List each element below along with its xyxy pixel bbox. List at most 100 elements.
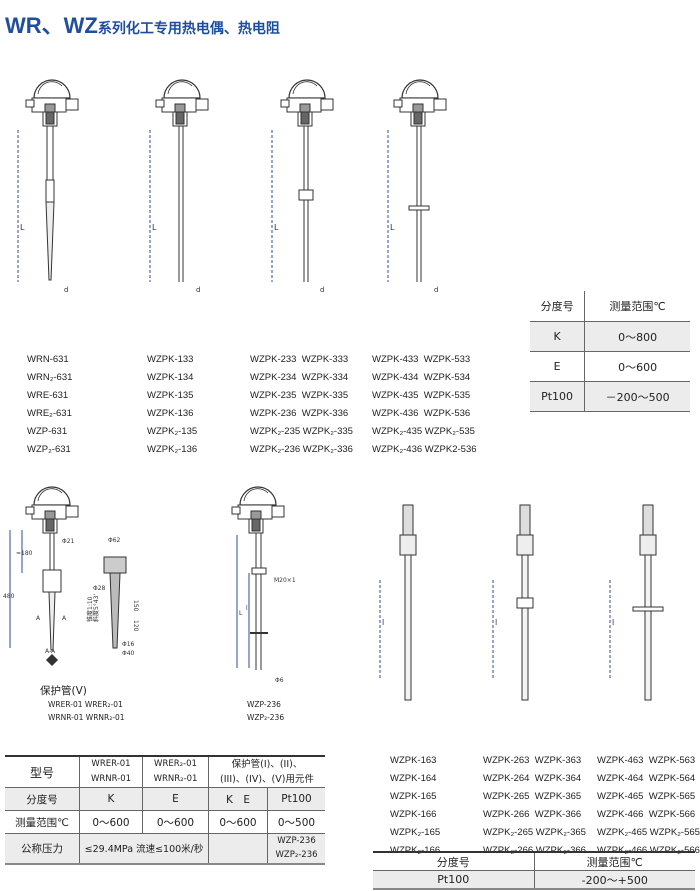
model-item: WZPK-233 WZPK-333	[250, 354, 349, 365]
model-item: WZPK-265 WZPK-365	[483, 791, 582, 802]
label-range: 测量范围℃	[5, 810, 80, 834]
caption-wzp: WZP₂-236	[247, 713, 285, 722]
label-480: 480	[3, 593, 15, 600]
label-model: 型号	[5, 755, 80, 788]
model-item: WZPK-136	[147, 408, 194, 419]
label-120: 120	[132, 620, 139, 632]
cell: E	[530, 351, 586, 382]
cell: 0～600	[208, 810, 268, 834]
bottom-range-table: 分度号测量范围℃ Pt100-200～+500	[373, 851, 695, 890]
header-graduation: 分度号	[530, 291, 586, 322]
drawing-protection-tube-v: 480 ≈180 Φ21 A A A-A Φ62 Φ28 锥度1:10 斜度5°…	[3, 486, 139, 666]
cell: -200～+500	[533, 870, 695, 890]
label-a-left: A	[36, 615, 41, 622]
label-phi40: Φ40	[122, 650, 135, 657]
model-item: WZPK-436 WZPK-536	[372, 408, 471, 419]
label-taper: 锥度1:10	[86, 596, 94, 622]
page-title: WR、WZ系列化工专用热电偶、热电阻	[5, 8, 280, 40]
drawing-wzpk-163: l	[379, 504, 417, 701]
diameter-label: d	[64, 286, 68, 294]
model-item: WZPK-433 WZPK-533	[372, 354, 471, 365]
model-item: WZPK₂-235 WZPK₂-335	[250, 426, 353, 437]
model-item: WZPK-466 WZPK-566	[597, 809, 696, 820]
header-range: 测量范围℃	[584, 291, 690, 322]
model-item: WZPK-134	[147, 372, 194, 383]
caption-tube-v: 保护管(V)	[40, 685, 87, 697]
model-item: WZP-631	[27, 426, 68, 437]
label-l: l	[612, 618, 614, 627]
model-item: WZPK-464 WZPK-564	[597, 773, 696, 784]
model-item: WZPK₂-266 WZPK₂-366	[483, 845, 586, 856]
model-item: WZPK-264 WZPK-364	[483, 773, 582, 784]
model-item: WZPK₂-165	[390, 827, 441, 838]
model-item: WZPK-463 WZPK-563	[597, 755, 696, 766]
model-item: WZPK-166	[390, 809, 437, 820]
label-180: ≈180	[16, 550, 33, 557]
model-item: WZPK₂-436 WZPK2-536	[372, 444, 477, 455]
cell: WRNR-01	[90, 774, 132, 784]
drawing-wzpk-133: L d	[149, 79, 209, 294]
label-slope: 斜度5°43'	[92, 594, 100, 622]
cell: Pt100	[267, 787, 325, 811]
cell: 0～500	[267, 810, 325, 834]
length-label: L	[390, 223, 395, 232]
model-item: WRE-631	[27, 390, 69, 401]
model-item: WZPK-236 WZPK-336	[250, 408, 349, 419]
model-item: WZPK₂-236 WZPK₂-336	[250, 444, 353, 455]
drawing-wrn-631: L d	[17, 79, 79, 294]
label-pressure: 公称压力	[5, 833, 80, 864]
label-l: l	[495, 618, 497, 627]
cell: 0～800	[584, 321, 690, 352]
caption-models: WRER-01 WRER₂-01	[48, 700, 123, 709]
caption-wzp: WZP-236	[247, 700, 281, 709]
diameter-label: d	[320, 286, 324, 294]
model-item: WZPK-135	[147, 390, 194, 401]
cell: 保护管(I)、(II)、	[231, 759, 303, 770]
cell: 0～600	[584, 351, 690, 382]
cell: WZP₂-236	[275, 850, 318, 861]
label-l: l	[382, 618, 384, 627]
label-phi62: Φ62	[108, 537, 121, 544]
model-item: WZPK-234 WZPK-334	[250, 372, 349, 383]
model-item: WZPK-263 WZPK-363	[483, 755, 582, 766]
cell: WRER₂-01	[154, 759, 197, 769]
diameter-label: d	[434, 286, 438, 294]
label-phi16: Φ16	[122, 641, 135, 648]
model-item: WZPK-235 WZPK-335	[250, 390, 349, 401]
cell: WZP-236	[277, 836, 316, 847]
label-l: l	[246, 605, 248, 612]
header-range: 测量范围℃	[533, 851, 695, 871]
model-item: WZPK-163	[390, 755, 437, 766]
label-phi28: Φ28	[93, 585, 106, 592]
label-phi21: Φ21	[62, 538, 75, 545]
label-a-right: A	[62, 615, 67, 622]
model-item: WZPK-133	[147, 354, 194, 365]
label-L: L	[239, 610, 243, 617]
model-item: WZPK₂-166	[390, 845, 441, 856]
caption-models: WRNR-01 WRNR₂-01	[48, 713, 125, 722]
title-suffix: 系列化工专用热电偶、热电阻	[97, 21, 280, 37]
cell: WRER-01	[91, 759, 131, 769]
length-label: L	[20, 223, 25, 232]
cell: 0～600	[79, 810, 143, 834]
model-item: WZPK-164	[390, 773, 437, 784]
model-item: WZP₂-631	[27, 444, 71, 455]
drawing-wzpk-433: L d	[387, 79, 447, 294]
model-item: WZPK₂-466 WZPK₂-566	[597, 845, 700, 856]
drawing-wzpk-263: l	[492, 504, 534, 701]
title-prefix: WR、WZ	[5, 13, 98, 38]
label-m20: M20×1	[274, 577, 296, 584]
model-item: WZPK₂-136	[147, 444, 198, 455]
cell: Pt100	[530, 381, 586, 412]
model-item: WZPK-434 WZPK-534	[372, 372, 471, 383]
cell: ≤29.4MPa 流速≤100米/秒	[79, 833, 209, 864]
model-item: WZPK₂-135	[147, 426, 198, 437]
cell: K	[530, 321, 586, 352]
